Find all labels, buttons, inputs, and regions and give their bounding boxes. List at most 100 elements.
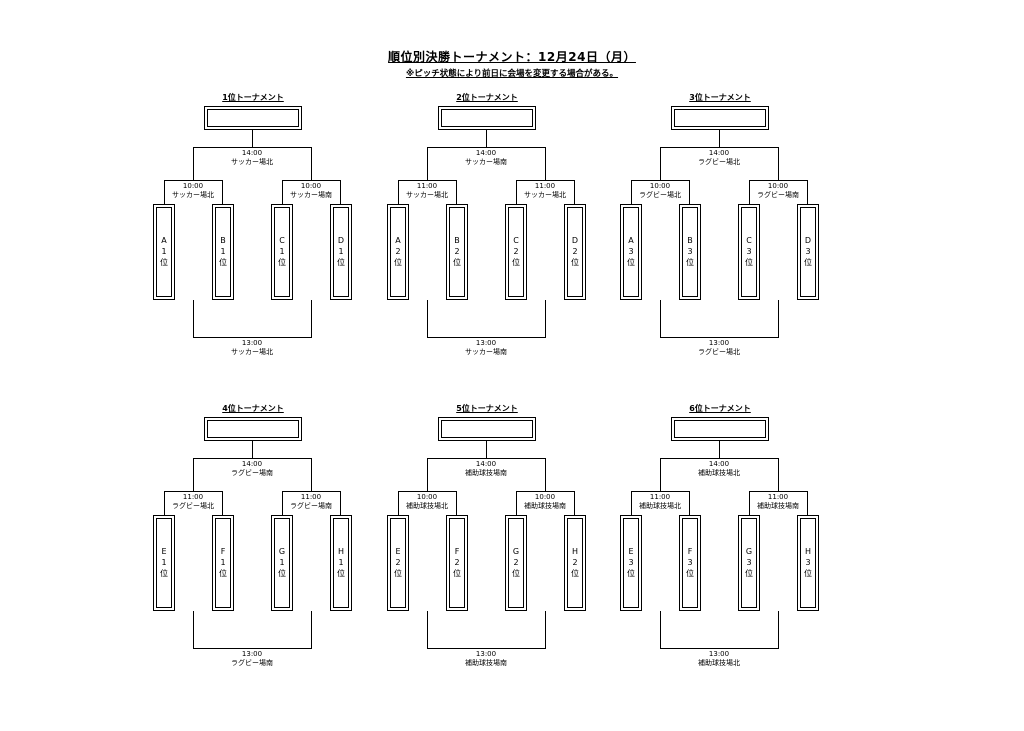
bracket-line (340, 180, 341, 204)
bracket-line (193, 458, 312, 459)
winner-box (438, 106, 536, 130)
team-rank: 1 (161, 558, 167, 567)
bracket-title: 2位トーナメント (456, 93, 518, 102)
team-rank: 3 (687, 558, 693, 567)
team-suffix: 位 (686, 569, 694, 578)
team-letter: A (395, 236, 401, 245)
match-time: 13:00 (475, 339, 497, 347)
match-time: 10:00 (300, 182, 322, 190)
match-time: 14:00 (475, 149, 497, 157)
team-letter: A (161, 236, 167, 245)
match-venue: ラグビー場北 (698, 158, 740, 166)
bracket-line (252, 130, 253, 147)
team-suffix: 位 (337, 258, 345, 267)
bracket-line (164, 180, 223, 181)
team-rank: 1 (279, 247, 285, 256)
team-suffix: 位 (512, 569, 520, 578)
bracket-line (164, 491, 165, 515)
bracket-line (749, 180, 750, 204)
bracket-line (574, 491, 575, 515)
winner-box (671, 417, 769, 441)
team-letter: E (161, 547, 167, 556)
team-suffix: 位 (571, 569, 579, 578)
bracket-line (193, 611, 194, 649)
team-rank: 1 (279, 558, 285, 567)
team-rank: 1 (338, 247, 344, 256)
team-rank: 2 (454, 558, 460, 567)
bracket-line (427, 147, 428, 180)
team-suffix: 位 (686, 258, 694, 267)
bracket-line (545, 300, 546, 338)
bracket-line (311, 300, 312, 338)
bracket-line (689, 491, 690, 515)
team-letter: C (279, 236, 285, 245)
bracket-line (164, 180, 165, 204)
match-venue: 補助球技場南 (465, 659, 507, 667)
bracket-line (719, 441, 720, 458)
team-suffix: 位 (219, 569, 227, 578)
match-time: 13:00 (241, 339, 263, 347)
bracket-line (516, 180, 517, 204)
team-letter: A (628, 236, 634, 245)
bracket-line (222, 180, 223, 204)
bracket-line (193, 147, 312, 148)
bracket-line (807, 180, 808, 204)
team-rank: 2 (395, 247, 401, 256)
team-suffix: 位 (453, 258, 461, 267)
team-rank: 2 (572, 247, 578, 256)
team-letter: H (804, 547, 811, 556)
team-letter: F (220, 547, 226, 556)
match-venue: 補助球技場北 (639, 502, 681, 510)
match-time: 11:00 (767, 493, 789, 501)
bracket-title: 5位トーナメント (456, 404, 518, 413)
team-rank: 2 (572, 558, 578, 567)
team-rank: 1 (220, 247, 226, 256)
bracket-line (193, 147, 194, 180)
team-rank: 3 (805, 558, 811, 567)
match-venue: 補助球技場北 (406, 502, 448, 510)
bracket-line (427, 648, 546, 649)
match-venue: サッカー場南 (290, 191, 332, 199)
bracket-line (398, 491, 457, 492)
team-letter: D (804, 236, 812, 245)
team-letter: F (687, 547, 693, 556)
match-time: 14:00 (708, 460, 730, 468)
bracket-line (719, 130, 720, 147)
team-letter: D (571, 236, 579, 245)
bracket-line (311, 147, 312, 180)
page-title: 順位別決勝トーナメント：12月24日（月） (388, 50, 636, 64)
bracket-line (545, 611, 546, 649)
match-time: 14:00 (241, 460, 263, 468)
